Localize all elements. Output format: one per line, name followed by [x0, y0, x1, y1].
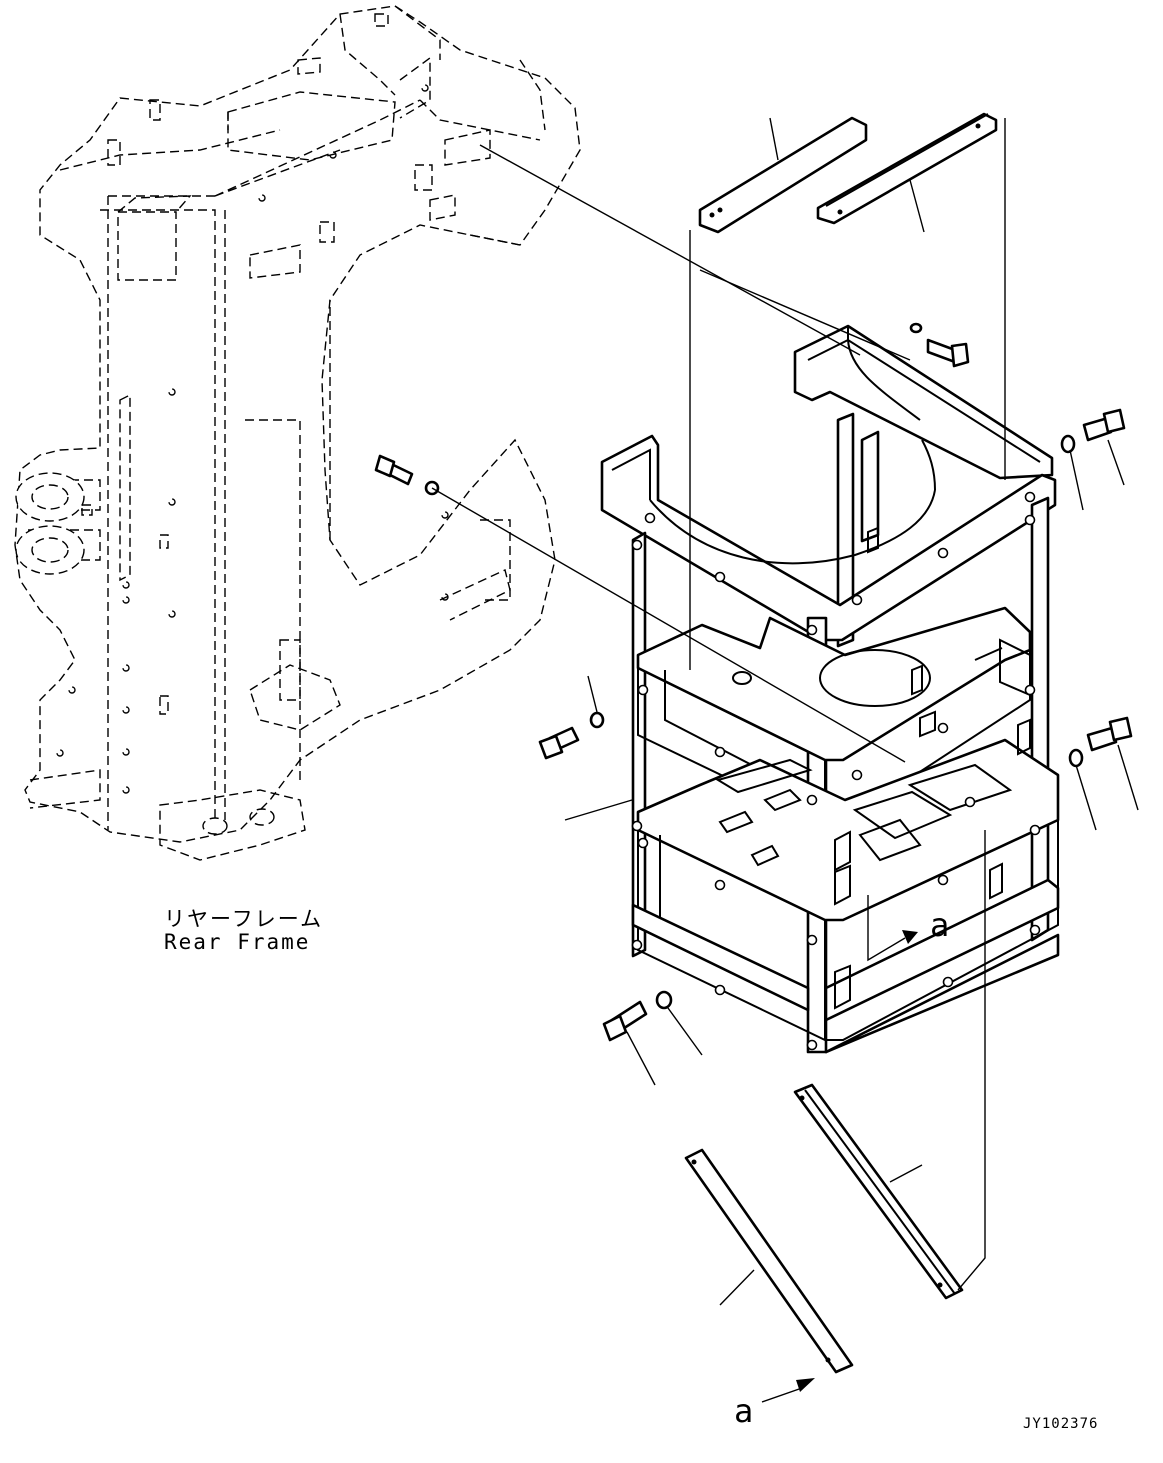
drawing-code: JY102376 — [1023, 1416, 1099, 1432]
leader-lines — [431, 117, 1139, 1403]
fasteners — [374, 322, 1133, 1042]
upper-brackets — [698, 112, 998, 234]
view-arrows — [796, 930, 918, 1392]
rear-frame-label-jp: リヤーフレーム — [164, 907, 324, 931]
rear-frame-label-en: Rear Frame — [164, 930, 311, 954]
box-frame-assembly — [600, 324, 1060, 1054]
view-a-marker-bottom: a — [734, 1392, 754, 1430]
rear-frame-outline — [14, 5, 581, 861]
view-a-marker-top: a — [930, 906, 950, 944]
lower-brackets — [684, 1083, 964, 1374]
